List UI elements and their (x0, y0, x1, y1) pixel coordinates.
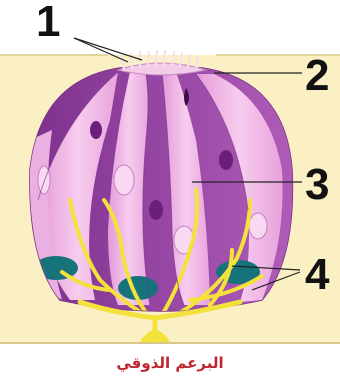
cell-nucleus-dark (149, 200, 163, 220)
label-1: 1 (36, 0, 60, 46)
label-3: 3 (305, 160, 329, 209)
cell-nucleus-dark (90, 121, 102, 139)
label-4: 4 (305, 250, 330, 299)
cell-nucleus (114, 165, 134, 195)
caption-container: البرعم الذوقي (0, 348, 340, 378)
epithelium-bottom-edge (0, 342, 340, 344)
cell-nucleus (249, 213, 267, 239)
label-2: 2 (305, 51, 329, 100)
cell-nucleus-dark (219, 150, 233, 170)
diagram-caption: البرعم الذوقي (116, 354, 223, 372)
